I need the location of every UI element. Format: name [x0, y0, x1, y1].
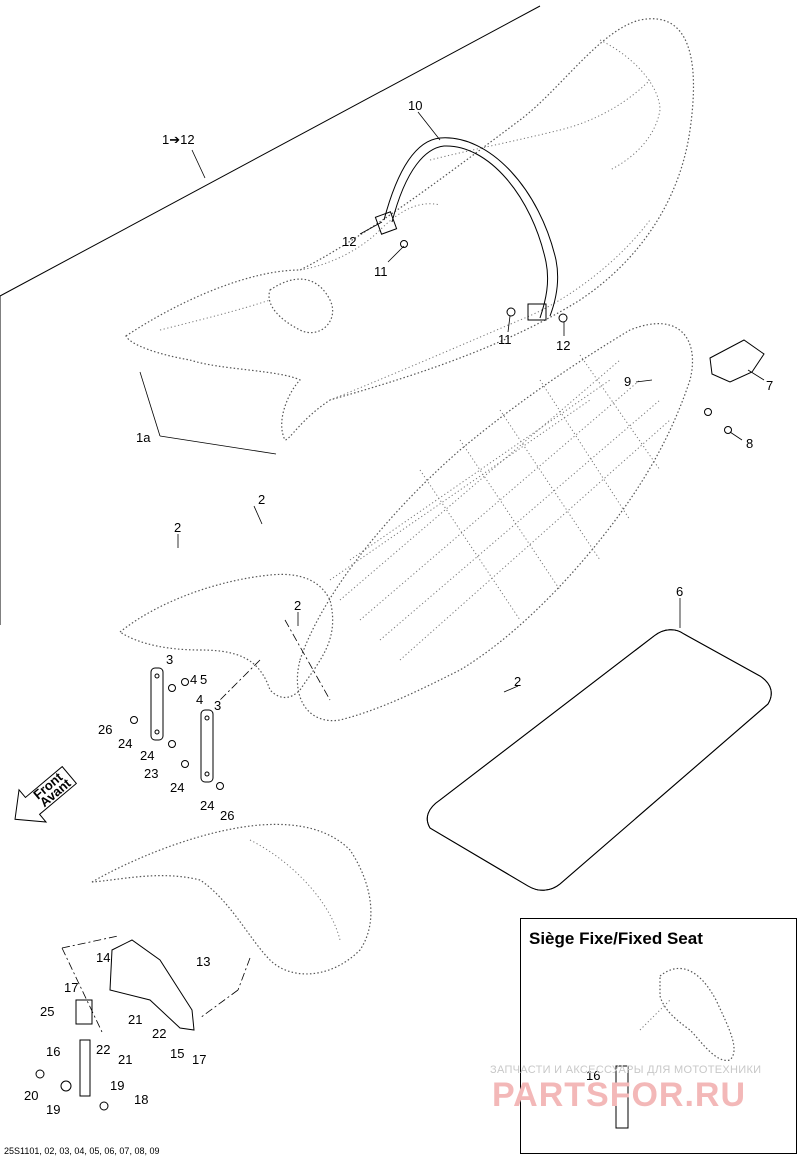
- label-20: 20: [24, 1088, 38, 1103]
- label-16b: 16: [586, 1068, 600, 1083]
- label-26a: 26: [98, 722, 112, 737]
- label-2b: 2: [174, 520, 181, 535]
- label-11b: 11: [498, 332, 512, 347]
- seat-base: [296, 323, 694, 722]
- label-3b: 3: [214, 698, 221, 713]
- label-25: 25: [40, 1004, 54, 1019]
- rear-bracket: [35, 935, 251, 1111]
- label-12b: 12: [556, 338, 570, 353]
- watermark-logo: PARTSFOR.RU: [492, 1076, 747, 1114]
- inset-title: Siège Fixe/Fixed Seat: [529, 929, 703, 948]
- label-4a: 4: [190, 672, 197, 687]
- label-5: 5: [200, 672, 207, 687]
- label-19b: 19: [110, 1078, 124, 1093]
- label-21a: 21: [128, 1012, 142, 1027]
- label-3a: 3: [166, 652, 173, 667]
- leader-lines: [139, 111, 765, 693]
- label-1a: 1a: [136, 430, 151, 445]
- label-23: 23: [144, 766, 158, 781]
- front-arrow: Front Avant: [14, 765, 78, 823]
- seat-side-brackets: [91, 573, 372, 975]
- label-11a: 11: [374, 264, 388, 279]
- label-17b: 17: [192, 1052, 206, 1067]
- label-24d: 24: [200, 798, 214, 813]
- assembly-frame: [0, 5, 541, 625]
- fixed-seat-inset: Siège Fixe/Fixed Seat: [520, 918, 797, 1154]
- label-17a: 17: [64, 980, 78, 995]
- watermark-text: ЗАПЧАСТИ И АКСЕССУАРЫ ДЛЯ МОТОТЕХНИКИ: [490, 1064, 762, 1076]
- label-2d: 2: [514, 674, 521, 689]
- label-26b: 26: [220, 808, 234, 823]
- callouts: 1➔12 10 12 11 11 12 1a 9 7 8 2 2 2 2 6 3…: [24, 98, 773, 1117]
- label-19a: 19: [46, 1102, 60, 1117]
- label-13: 13: [196, 954, 210, 969]
- latch: [704, 339, 765, 434]
- link-plates: [130, 667, 224, 790]
- inset-drawing: 16: [586, 967, 735, 1129]
- label-4b: 4: [196, 692, 203, 707]
- label-16: 16: [46, 1044, 60, 1059]
- label-8: 8: [746, 436, 753, 451]
- label-2c: 2: [294, 598, 301, 613]
- label-24a: 24: [118, 736, 132, 751]
- label-22a: 22: [152, 1026, 166, 1041]
- label-9: 9: [624, 374, 631, 389]
- label-21b: 21: [118, 1052, 132, 1067]
- label-2a: 2: [258, 492, 265, 507]
- label-15: 15: [170, 1046, 184, 1061]
- label-7: 7: [766, 378, 773, 393]
- label-22b: 22: [96, 1042, 110, 1057]
- label-14: 14: [96, 950, 110, 965]
- seal: [426, 629, 772, 891]
- label-12a: 12: [342, 234, 356, 249]
- label-assembly: 1➔12: [162, 132, 195, 147]
- label-18: 18: [134, 1092, 148, 1107]
- reference-code: 25S1101, 02, 03, 04, 05, 06, 07, 08, 09: [4, 1146, 160, 1156]
- seat-strap: [374, 137, 568, 323]
- label-6: 6: [676, 584, 683, 599]
- label-24b: 24: [140, 748, 154, 763]
- seat-cushion: [125, 18, 695, 441]
- label-10: 10: [408, 98, 422, 113]
- label-24c: 24: [170, 780, 184, 795]
